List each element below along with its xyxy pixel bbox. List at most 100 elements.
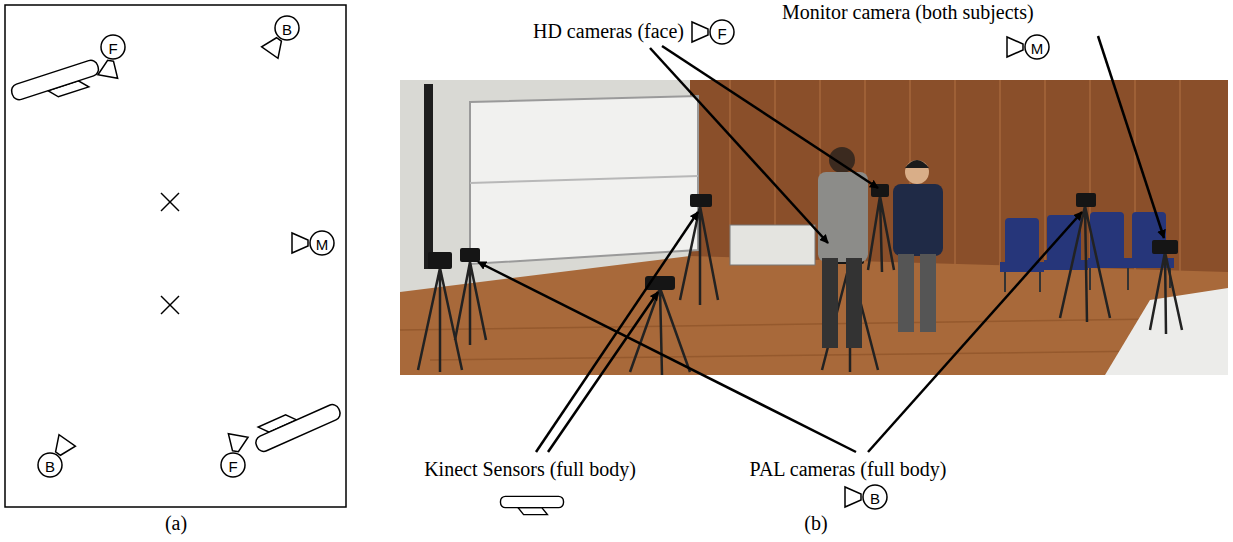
camera-circle-outline	[863, 485, 887, 509]
illustration-part	[1060, 206, 1110, 322]
panel-label: (a)	[165, 512, 187, 535]
illustration-part	[292, 233, 308, 253]
illustration-part	[470, 176, 698, 183]
subject-figure	[893, 160, 943, 332]
camera-letter: F	[108, 41, 117, 56]
illustration-part	[1179, 80, 1181, 300]
illustration-part	[1039, 272, 1041, 292]
illustration-part	[1047, 215, 1081, 265]
camera-circle-outline	[38, 453, 62, 477]
illustration-part	[822, 258, 838, 348]
floor-plan	[5, 5, 346, 507]
illustration-part	[161, 193, 179, 211]
kinect-symbol	[250, 394, 342, 453]
illustration-part	[1152, 240, 1178, 254]
camera-circle-outline	[710, 20, 734, 44]
illustration-part	[400, 318, 1228, 330]
camera-circle-outline	[101, 35, 125, 59]
illustration-part	[1150, 252, 1182, 334]
illustration-part	[1044, 260, 1088, 270]
camera-circle-outline	[310, 231, 334, 255]
camera-marker: M	[1024, 34, 1050, 60]
camera-circle-outline	[221, 453, 245, 477]
annotation-label: Kinect Sensors (full body)	[424, 458, 636, 481]
illustration-part	[161, 296, 179, 314]
room-outline	[5, 5, 346, 507]
illustration-part	[428, 252, 452, 269]
kinect-symbol	[10, 58, 103, 110]
illustration-part	[662, 46, 878, 188]
illustration-part	[818, 172, 868, 262]
illustration-part	[1088, 258, 1132, 268]
illustration-part	[430, 350, 1228, 360]
illustration-part	[905, 160, 929, 184]
illustration-part	[1089, 268, 1091, 290]
leader-arrow	[478, 36, 1164, 452]
illustration-part	[690, 194, 712, 207]
illustration-part	[501, 496, 564, 507]
illustration-part	[418, 268, 462, 372]
illustration-part	[898, 254, 914, 332]
illustration-part	[161, 296, 179, 314]
illustration-part	[226, 434, 248, 453]
camera-letter: F	[717, 26, 726, 41]
illustration-part	[1098, 36, 1164, 238]
illustration-part	[868, 196, 894, 272]
camera-marker: M	[309, 230, 335, 256]
illustration-part	[460, 248, 480, 262]
illustration-part	[1005, 218, 1039, 266]
annotation-label: HD cameras (face)	[533, 20, 684, 43]
camera-lens	[692, 22, 1023, 507]
illustration-part	[400, 318, 1228, 360]
camera-circle-outline	[275, 16, 299, 40]
illustration-part	[680, 206, 718, 305]
illustration-part	[10, 58, 101, 101]
subject-mark	[161, 193, 179, 314]
camera-marker: B	[862, 484, 888, 510]
camera-marker: F	[100, 34, 126, 60]
camera-letter: B	[45, 459, 55, 474]
camera-marker: F	[709, 19, 735, 45]
illustration-part	[1076, 193, 1096, 207]
illustration-part	[470, 96, 698, 264]
illustration-part	[1132, 212, 1166, 264]
illustration-part	[400, 256, 1228, 375]
illustration-part	[905, 160, 929, 168]
illustration-part	[98, 59, 120, 78]
illustration-part	[1007, 37, 1023, 57]
illustration-part	[920, 254, 936, 332]
illustration-part	[845, 487, 861, 507]
illustration-part	[1127, 268, 1129, 290]
illustration-part	[1004, 272, 1006, 292]
illustration-part	[478, 262, 856, 452]
annotation-label: PAL cameras (full body)	[750, 458, 947, 481]
camera-letter: B	[282, 22, 292, 37]
camera-letter: M	[316, 237, 329, 252]
camera-marker: B	[37, 452, 63, 478]
camera-marker: F	[220, 452, 246, 478]
illustration-part	[650, 48, 828, 243]
illustration-part	[254, 402, 343, 453]
camera-marker: B	[274, 15, 300, 41]
annotation-label: Monitor camera (both subjects)	[782, 1, 1034, 24]
illustration-part	[548, 292, 658, 452]
camera-letter: B	[870, 491, 880, 506]
illustration-part	[518, 508, 547, 515]
illustration-part	[868, 212, 1082, 452]
illustration-part	[161, 193, 179, 211]
panel-label: (b)	[804, 512, 827, 535]
illustration-part	[418, 196, 1182, 375]
camera-lens	[50, 34, 308, 460]
camera-letter: F	[228, 459, 237, 474]
illustration-part	[846, 258, 862, 348]
illustration-part	[428, 184, 1178, 290]
illustration-part	[730, 225, 815, 265]
illustration-part	[893, 184, 943, 256]
illustration-part	[455, 262, 486, 345]
camera-circle-outline	[1025, 35, 1049, 59]
kinect-symbol	[501, 496, 564, 514]
illustration-part	[424, 84, 433, 269]
illustration-part	[692, 22, 708, 42]
camera-letter: M	[1031, 41, 1044, 56]
